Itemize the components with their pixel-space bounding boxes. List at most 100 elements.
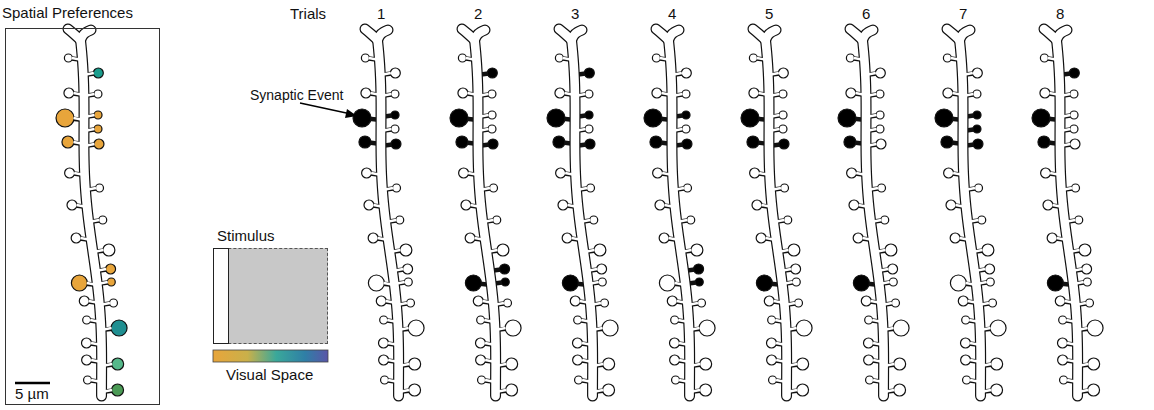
spine-head [1047,233,1057,243]
dendrite-outline [960,30,970,40]
dendrite [935,29,1006,396]
spine-head [779,111,787,119]
dendrite [547,29,618,396]
spine-head [779,90,787,98]
spine-head [961,355,971,365]
spine-head [653,168,663,178]
spine-head [1041,168,1051,178]
spine-head [756,233,766,243]
spine-head [562,275,578,291]
spine-head [1060,376,1068,384]
spine-head [849,200,859,210]
spine-head [368,275,384,291]
spine-head [1070,90,1078,98]
arrow-head [345,109,357,118]
spine-head [1043,200,1053,210]
spine-head [465,275,481,291]
spine-head [891,299,899,307]
spine-head [876,111,884,119]
spine-head [585,125,593,133]
spine-head [379,355,389,365]
spine-head [963,376,971,384]
spine-head [681,68,691,78]
panel-heading: Stimulus [217,227,275,244]
spine-head [406,299,414,307]
spine-head [684,184,692,192]
spine-head [556,168,566,178]
dendrite-fill [378,40,399,396]
spine-head [603,384,615,396]
dendrite [353,29,424,396]
callout-label: Synaptic Event [250,87,343,103]
spine-head [861,296,871,306]
dendrite-outline [766,30,776,40]
spine-head [699,320,715,336]
spine-head [756,275,772,291]
spine-head [390,68,400,78]
spine-head [767,355,777,365]
spine-head [752,200,762,210]
spine-head [694,264,704,274]
spine-head [864,355,874,365]
spine-head [503,299,511,307]
spine-head [950,233,960,243]
spine-head [943,54,951,62]
dendrite-fill [669,40,690,396]
dendrite-fill [475,30,485,40]
spine-head [950,275,966,291]
spine-head [602,320,618,336]
spine-head [488,139,498,149]
spine-head [747,136,759,148]
spine-head [94,111,102,119]
spine-head [497,244,509,256]
spine-head [506,358,518,370]
spine-head [655,200,665,210]
spine-head [391,111,399,119]
dendrite-outline [81,40,102,396]
spine-head [1032,109,1050,127]
spine-head [838,109,856,127]
spine-head [667,296,677,306]
trial-number: 4 [668,5,676,22]
dendrite-fill [766,30,776,40]
spine-head [946,200,956,210]
spine-head [409,358,421,370]
trial-number: 1 [377,5,385,22]
dendrite [741,29,812,396]
trial-number: 7 [959,5,967,22]
spine-head [875,68,885,78]
dendrite [644,29,715,396]
spine-head [1072,184,1080,192]
spine-head [488,90,496,98]
scale-bar [15,382,50,385]
dendrite-fill [475,40,496,396]
spine-head [64,54,72,62]
dendrite-outline [863,40,884,396]
spine-head [767,338,777,348]
spine-head [71,275,87,291]
spine-head [986,278,994,286]
spine-head [644,109,662,127]
spine-head [500,264,510,274]
spine-head [784,216,792,224]
spine-head [792,278,800,286]
spine-head [112,358,124,370]
spine-head [573,355,583,365]
spine-head [381,376,389,384]
spine-head [396,216,404,224]
dendrite-outline [1057,40,1078,396]
spine-head [978,216,986,224]
spine-head [487,68,497,78]
spine-head [865,316,873,324]
spine-head [493,216,501,224]
spine-head [107,278,115,286]
spine-head [478,376,486,384]
spine-head [461,200,471,210]
spine-head [67,200,77,210]
spine-head [1070,125,1078,133]
trial-number: 8 [1056,5,1064,22]
spine-head [749,54,757,62]
spine-head [682,139,692,149]
spine-head [391,139,401,149]
spine-head [682,90,690,98]
